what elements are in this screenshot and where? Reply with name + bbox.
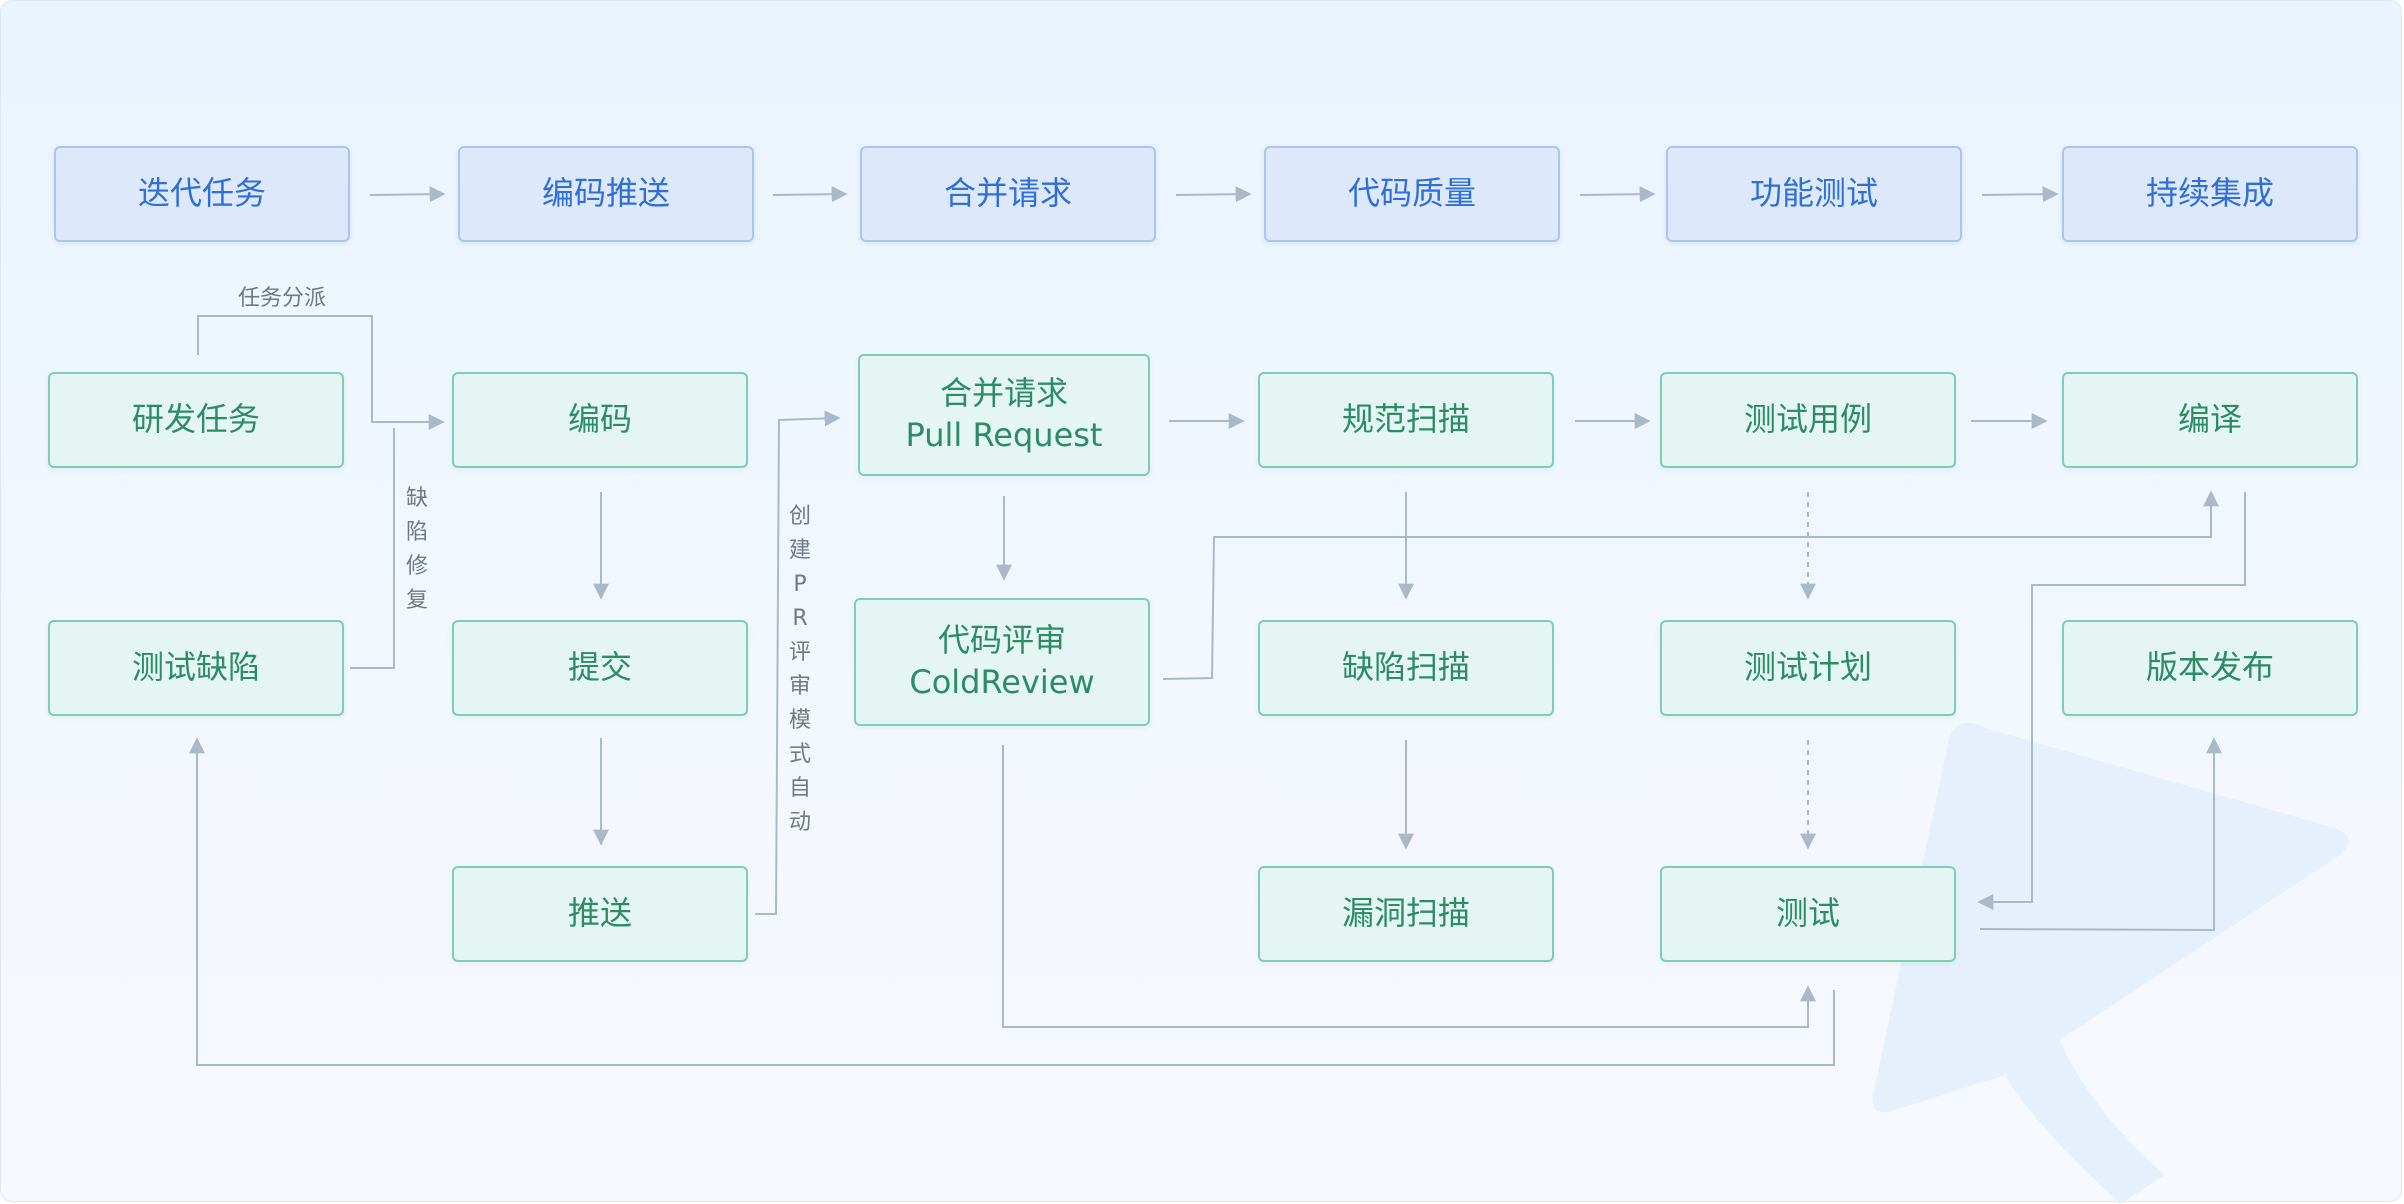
node-spec-scan: 规范扫描: [1258, 372, 1554, 468]
node-test-defect: 测试缺陷: [48, 620, 344, 716]
node-label: 提交: [567, 648, 632, 687]
node-label: 漏洞扫描: [1341, 894, 1470, 933]
node-test: 测试: [1660, 866, 1956, 962]
arrow-stage-2-3: [772, 186, 848, 203]
stage-merge-request: 合并请求: [860, 146, 1156, 242]
stage-label: 代码质量: [1347, 174, 1476, 213]
node-dev-task: 研发任务: [48, 372, 344, 468]
node-code-review: 代码评审 ColdReview: [854, 598, 1150, 726]
edge-test-release: [1979, 737, 2222, 932]
arrow-stage-5-6: [1981, 186, 2059, 203]
stage-label: 迭代任务: [137, 174, 266, 213]
node-label: 测试缺陷: [131, 648, 260, 687]
stage-functional-test: 功能测试: [1666, 146, 1962, 242]
edge-compile-test: [1977, 492, 2246, 910]
arrow-stage-3-4: [1175, 186, 1252, 203]
node-label-line2: ColdReview: [909, 663, 1095, 701]
node-coding: 编码: [452, 372, 748, 468]
edge-label-assign: 任务分派: [238, 286, 327, 311]
edge-label-create-pr: 创建PR评审模式自动: [788, 504, 811, 835]
node-compile: 编译: [2062, 372, 2358, 468]
node-label: 测试: [1775, 894, 1840, 933]
node-commit: 提交: [452, 620, 748, 716]
arrow-stage-4-5: [1579, 186, 1656, 203]
arrow-stage-1-2: [369, 186, 446, 203]
node-label: 规范扫描: [1341, 400, 1470, 439]
edge-defect-fix: [350, 428, 395, 669]
node-test-case: 测试用例: [1660, 372, 1956, 468]
stage-label: 功能测试: [1749, 174, 1878, 213]
node-label-line1: 代码评审: [937, 621, 1066, 660]
edge-label-fix: 缺陷修复: [405, 486, 428, 613]
edge-assign: [197, 315, 445, 430]
node-label: 研发任务: [131, 400, 260, 439]
edge-push-mr: [755, 410, 841, 915]
node-merge-request: 合并请求 Pull Request: [858, 354, 1150, 476]
stage-code-quality: 代码质量: [1264, 146, 1560, 242]
stage-label: 合并请求: [943, 174, 1072, 213]
node-label-line1: 合并请求: [939, 374, 1068, 413]
stage-code-push: 编码推送: [458, 146, 754, 242]
stage-label: 编码推送: [541, 174, 670, 213]
node-label: 测试用例: [1743, 400, 1872, 439]
node-label: 版本发布: [2145, 648, 2274, 687]
stage-iteration-task: 迭代任务: [54, 146, 350, 242]
node-label: 编译: [2177, 400, 2242, 439]
stage-continuous-integration: 持续集成: [2062, 146, 2358, 242]
node-label: 测试计划: [1743, 648, 1872, 687]
node-label: 推送: [567, 894, 632, 933]
node-label-line2: Pull Request: [905, 416, 1103, 454]
edge-review-compile: [1162, 490, 2219, 680]
edge-review-test: [1002, 745, 1816, 1028]
node-push: 推送: [452, 866, 748, 962]
node-defect-scan: 缺陷扫描: [1258, 620, 1554, 716]
node-label: 编码: [567, 400, 632, 439]
node-vuln-scan: 漏洞扫描: [1258, 866, 1554, 962]
node-release: 版本发布: [2062, 620, 2358, 716]
node-label: 缺陷扫描: [1341, 648, 1470, 687]
stage-label: 持续集成: [2145, 174, 2274, 213]
node-test-plan: 测试计划: [1660, 620, 1956, 716]
edge-test-defect: [189, 737, 1835, 1066]
